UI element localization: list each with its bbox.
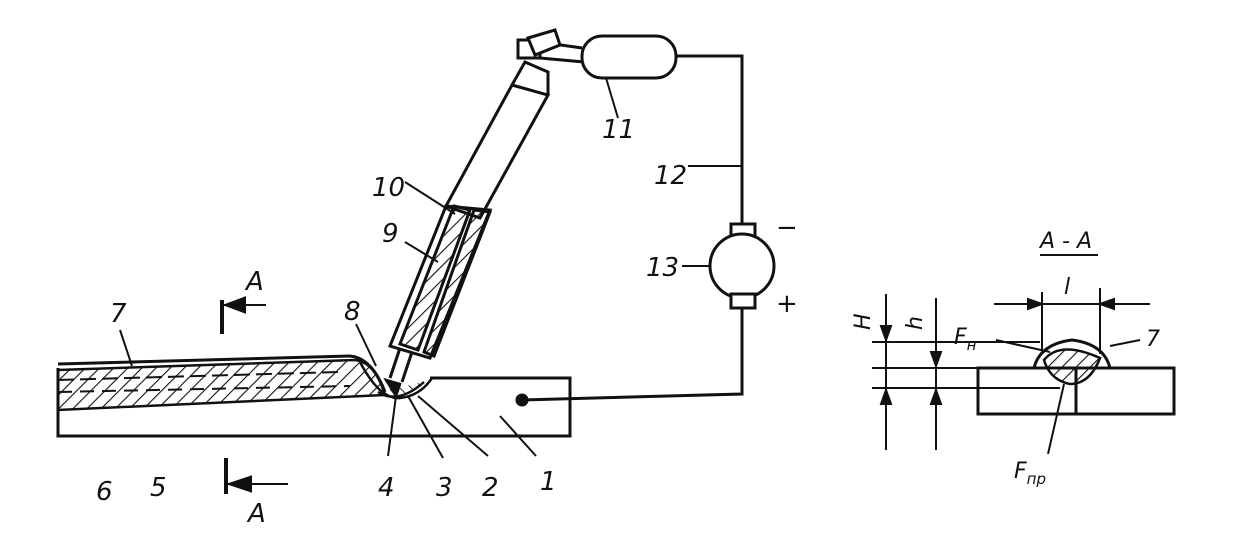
area-penetration-label: Fпр [1014,459,1046,488]
callout-8: 8 [344,297,361,327]
callout-1: 1 [540,467,557,497]
callout-3: 3 [436,473,453,503]
wire-feed-unit [580,34,678,80]
torch-body [387,28,585,383]
section-view: А - А H [851,229,1176,488]
base-metal-plate [56,368,572,438]
polarity-plus: + [776,289,798,319]
section-marks [220,296,288,494]
section-callout-7: 7 [1146,327,1160,352]
weld-bead [56,354,387,412]
circuit-wires [515,54,744,407]
callout-2: 2 [482,473,499,503]
callout-11: 11 [602,115,635,145]
leader-lines [119,77,742,459]
callout-12: 12 [654,161,687,191]
weld-pool [358,361,434,400]
callout-13: 13 [646,253,679,283]
dim-H-label: H [851,313,876,330]
callout-4: 4 [378,473,395,503]
power-source [708,222,776,310]
section-mark-top: A [244,267,264,297]
dim-l-label: l [1064,275,1070,300]
callout-6: 6 [96,477,113,507]
callout-10: 10 [372,173,405,203]
callout-5: 5 [150,473,167,503]
callout-9: 9 [382,219,399,249]
dim-h-label: h [903,316,928,330]
section-title: А - А [1038,229,1092,254]
area-surfacing-label: Fн [954,325,977,354]
polarity-minus: − [776,213,798,243]
callout-7: 7 [110,299,127,329]
section-mark-bottom: A [246,499,266,529]
